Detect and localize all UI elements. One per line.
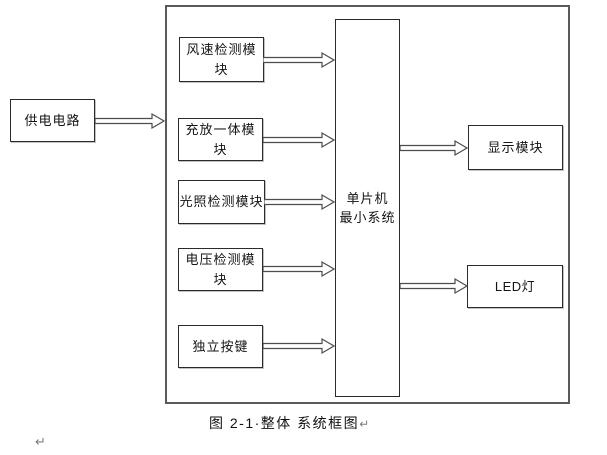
arrow-power-to-system [95,112,165,130]
block-mcu-minimal-system: 单片机 最小系统 [335,19,400,397]
block-display-module: 显示模块 [468,125,563,170]
block-power-supply-label: 供电电路 [24,112,81,128]
block-light-detect-module: 光照检测模块 [178,180,265,224]
block-wind-speed-label: 风速检测模块 [186,42,257,77]
figure-caption-text: 图 2-1·整体 系统框图 [209,415,360,431]
block-charge-discharge-module: 充放一体模块 [178,118,263,161]
paragraph-return-icon: ↵ [35,434,46,449]
figure-caption: 图 2-1·整体 系统框图↵ [209,413,369,433]
block-wind-speed-module: 风速检测模块 [179,37,264,82]
system-boundary-frame [165,5,570,404]
block-led-light-label: LED灯 [494,278,536,294]
block-light-detect-label: 光照检测模块 [179,194,264,210]
block-independent-keys-label: 独立按键 [192,338,249,354]
mcu-label-line2: 最小系统 [339,210,396,225]
block-display-module-label: 显示模块 [487,139,544,155]
block-charge-discharge-label: 充放一体模块 [185,122,256,157]
paragraph-return-icon: ↵ [359,417,370,431]
block-voltage-detect-module: 电压检测模块 [178,248,263,291]
block-independent-keys: 独立按键 [178,325,263,368]
block-led-light: LED灯 [467,265,563,308]
block-power-supply: 供电电路 [10,99,95,142]
block-voltage-detect-label: 电压检测模块 [185,252,256,287]
mcu-label-line1: 单片机 [346,190,389,206]
block-mcu-minimal-system-label: 单片机 最小系统 [339,189,395,228]
